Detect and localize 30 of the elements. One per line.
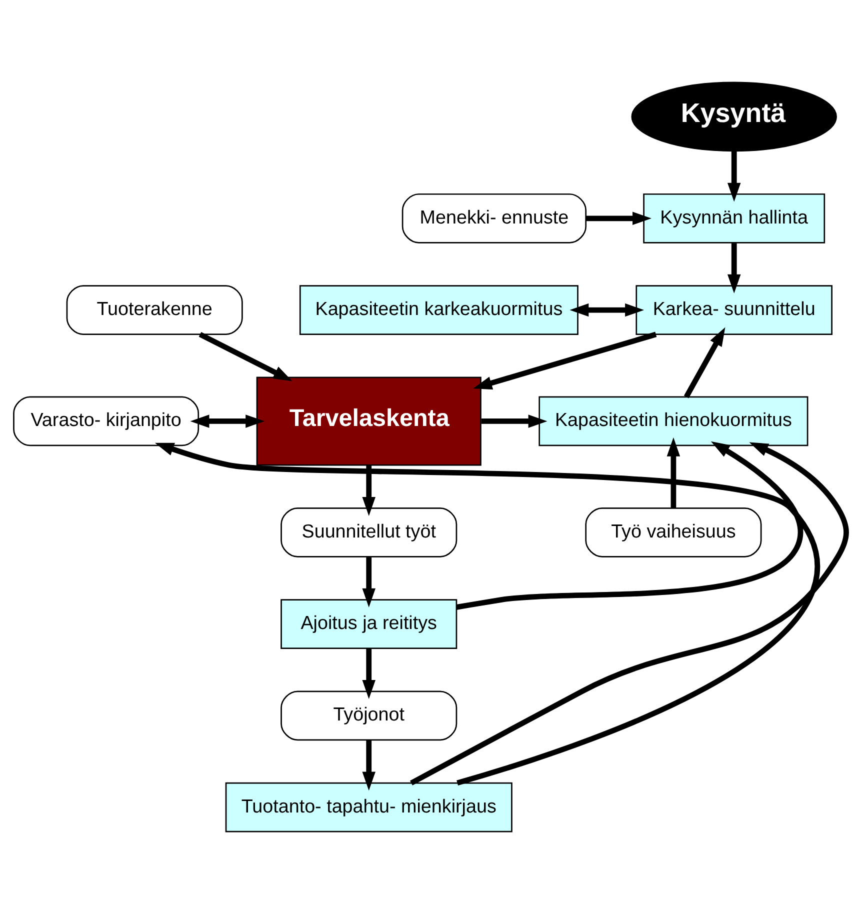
arrow — [154, 442, 820, 786]
node-box: Työ vaiheisuus — [585, 507, 762, 558]
arrow — [190, 414, 265, 428]
arrow — [684, 327, 726, 398]
node-box: Karkea- suunnittelu — [636, 285, 832, 335]
arrow — [362, 557, 376, 608]
arrow — [586, 212, 652, 226]
arrow — [473, 332, 657, 390]
arrow — [727, 151, 741, 202]
node-box: Kysynnän hallinta — [643, 193, 826, 244]
arrow — [570, 303, 644, 317]
node-box: Ajoitus ja reititys — [280, 599, 458, 649]
arrow — [481, 414, 548, 428]
node-ellipse: Kysyntä — [631, 82, 837, 152]
arrow — [198, 332, 292, 382]
arrow — [410, 442, 849, 786]
arrow — [362, 648, 376, 699]
node-box: Kapasiteetin hienokuormitus — [538, 396, 808, 446]
node-box: Tuoterakenne — [66, 285, 243, 335]
node-box: Tarvelaskenta — [256, 376, 482, 466]
node-box: Työjonot — [280, 690, 458, 741]
arrow — [456, 441, 803, 610]
arrow — [727, 243, 741, 294]
node-box: Suunnitellut työt — [280, 507, 458, 558]
node-box: Kapasiteetin karkeakuormitus — [299, 285, 578, 335]
arrow — [362, 465, 376, 516]
node-box: Tuotanto- tapahtu- mienkirjaus — [225, 782, 512, 832]
node-box: Varasto- kirjanpito — [13, 396, 200, 446]
arrow — [362, 740, 376, 791]
node-box: Menekki- ennuste — [402, 193, 587, 244]
